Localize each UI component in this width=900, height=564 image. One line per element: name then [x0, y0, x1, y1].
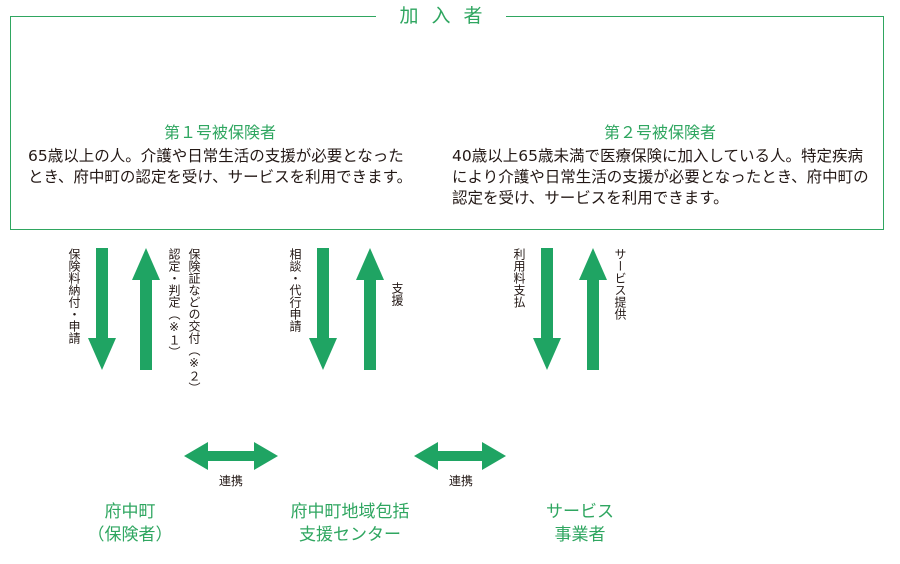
entity-provider-line2: 事業者 [554, 525, 606, 545]
arrow-certification-up [132, 248, 160, 370]
label-service-provision: サービス提供 [613, 248, 627, 320]
label-support: 支援 [390, 282, 404, 306]
label-cooperation-right: 連携 [448, 474, 473, 488]
label-cooperation-left: 連携 [218, 474, 243, 488]
arrow-cooperation-right [414, 442, 506, 470]
entity-fuchu: 府中町 （保険者） [60, 501, 200, 547]
entity-center-line2: 支援センター [299, 525, 401, 545]
insured1-description: 65歳以上の人。介護や日常生活の支援が必要となったとき、府中町の認定を受け、サー… [28, 147, 413, 186]
entity-provider-line1: サービス [546, 502, 614, 522]
label-certification: 認定・判定（※１） [167, 248, 181, 358]
arrow-usage-fee-down [533, 248, 561, 370]
frame-title: 加入者 [376, 3, 506, 29]
entity-provider: サービス 事業者 [510, 501, 650, 547]
insured2-title: 第２号被保険者 [603, 123, 716, 142]
arrow-consultation-down [309, 248, 337, 370]
label-premium: 保険料納付・申請 [67, 248, 81, 344]
entity-center-line1: 府中町地域包括 [290, 502, 410, 522]
entity-fuchu-name: 府中町 [104, 502, 156, 522]
label-usage-fee: 利用料支払 [512, 248, 526, 308]
entity-center: 府中町地域包括 支援センター [270, 501, 430, 547]
label-consultation: 相談・代行申請 [288, 248, 302, 332]
arrow-support-up [356, 248, 384, 370]
insured1-title: 第１号被保険者 [163, 123, 276, 142]
arrow-cooperation-left [184, 442, 278, 470]
insured2-description: 40歳以上65歳未満で医療保険に加入している人。特定疾病により介護や日常生活の支… [452, 147, 869, 207]
arrow-premium-down [88, 248, 116, 370]
label-insurance-card: 保険証などの交付（※２） [187, 248, 201, 394]
entity-fuchu-role: （保険者） [87, 525, 173, 545]
arrow-service-up [579, 248, 607, 370]
